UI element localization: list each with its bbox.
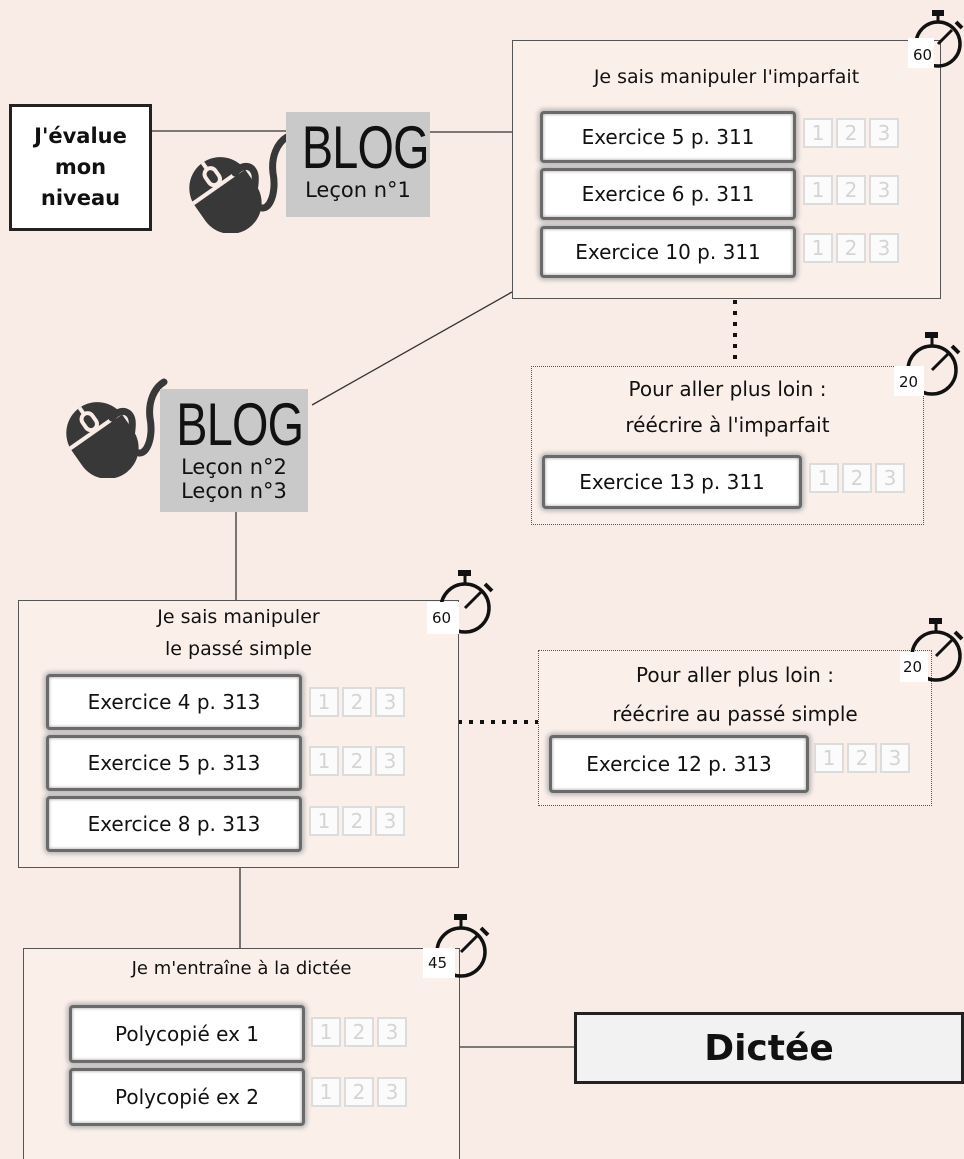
dictee-button[interactable]: Dictée	[574, 1012, 964, 1084]
panel-title-line-1: Pour aller plus loin :	[628, 377, 827, 401]
exercise-button[interactable]: Exercice 5 p. 311	[540, 111, 796, 163]
stopwatch-icon: 45	[423, 908, 495, 984]
score-1[interactable]: 1	[809, 463, 839, 493]
score-2[interactable]: 2	[836, 233, 866, 263]
exercise-button[interactable]: Polycopié ex 1	[69, 1005, 305, 1063]
score-1[interactable]: 1	[309, 746, 339, 776]
panel-title-line-2: réécrire au passé simple	[612, 702, 858, 726]
timer-value: 20	[899, 373, 919, 391]
blog-lesson-label: Leçon n°1	[305, 178, 411, 202]
blog-title: BLOG	[301, 114, 430, 181]
exercise-button[interactable]: Exercice 4 p. 313	[46, 674, 302, 730]
score-3[interactable]: 3	[869, 233, 899, 263]
score-1[interactable]: 1	[803, 233, 833, 263]
panel-title-line-1: Pour aller plus loin :	[636, 663, 834, 687]
score-2[interactable]: 2	[842, 463, 872, 493]
score-2[interactable]: 2	[342, 746, 372, 776]
score-1[interactable]: 1	[311, 1017, 341, 1047]
score-3[interactable]: 3	[377, 1017, 407, 1047]
blog-lessons-2-3-link[interactable]: BLOG Leçon n°2 Leçon n°3	[160, 389, 308, 512]
evaluate-level-button[interactable]: J'évalue mon niveau	[9, 104, 152, 231]
stopwatch-icon: 60	[908, 4, 964, 74]
evaluate-line-1: J'évalue	[34, 124, 127, 148]
score-3[interactable]: 3	[875, 463, 905, 493]
score-2[interactable]: 2	[847, 743, 877, 773]
timer-value: 45	[428, 954, 448, 972]
score-2[interactable]: 2	[342, 806, 372, 836]
score-3[interactable]: 3	[375, 687, 405, 717]
exercise-button[interactable]: Exercice 5 p. 313	[46, 735, 302, 791]
exercise-button[interactable]: Exercice 6 p. 311	[540, 168, 796, 220]
blog-title: BLOG	[176, 391, 304, 458]
mouse-icon	[189, 133, 291, 233]
exercise-button[interactable]: Exercice 8 p. 313	[46, 796, 302, 852]
evaluate-line-3: niveau	[40, 186, 121, 210]
score-2[interactable]: 2	[344, 1077, 374, 1107]
blog-lesson-1-link[interactable]: BLOG Leçon n°1	[286, 112, 430, 217]
stopwatch-icon: 20	[900, 612, 964, 688]
panel-title: Je sais manipuler l'imparfait	[593, 66, 860, 88]
score-2[interactable]: 2	[342, 687, 372, 717]
blog-lesson-label: Leçon n°2	[181, 455, 287, 479]
stopwatch-icon: 60	[427, 564, 499, 640]
score-2[interactable]: 2	[344, 1017, 374, 1047]
score-2[interactable]: 2	[836, 175, 866, 205]
blog-lesson-label: Leçon n°3	[181, 479, 287, 503]
score-1[interactable]: 1	[803, 175, 833, 205]
timer-value: 60	[913, 46, 933, 64]
exercise-button[interactable]: Exercice 10 p. 311	[540, 226, 796, 278]
panel-title-line-2: réécrire à l'imparfait	[625, 413, 830, 437]
score-1[interactable]: 1	[309, 687, 339, 717]
score-3[interactable]: 3	[377, 1077, 407, 1107]
score-2[interactable]: 2	[836, 118, 866, 148]
exercise-button[interactable]: Polycopié ex 2	[69, 1068, 305, 1126]
score-1[interactable]: 1	[814, 743, 844, 773]
panel-title-line-2: le passé simple	[165, 638, 312, 660]
mouse-icon	[66, 378, 168, 478]
exercise-button[interactable]: Exercice 12 p. 313	[549, 735, 809, 793]
panel-title: Je m'entraîne à la dictée	[131, 958, 352, 979]
timer-value: 60	[432, 609, 452, 627]
score-3[interactable]: 3	[869, 175, 899, 205]
score-1[interactable]: 1	[311, 1077, 341, 1107]
evaluate-line-2: mon	[54, 155, 107, 179]
score-3[interactable]: 3	[869, 118, 899, 148]
stopwatch-icon: 20	[894, 326, 964, 402]
timer-value: 20	[903, 658, 923, 676]
panel-title-line-1: Je sais manipuler	[157, 606, 320, 628]
score-3[interactable]: 3	[375, 806, 405, 836]
exercise-button[interactable]: Exercice 13 p. 311	[542, 455, 802, 509]
score-3[interactable]: 3	[880, 743, 910, 773]
score-1[interactable]: 1	[309, 806, 339, 836]
score-1[interactable]: 1	[803, 118, 833, 148]
score-3[interactable]: 3	[375, 746, 405, 776]
